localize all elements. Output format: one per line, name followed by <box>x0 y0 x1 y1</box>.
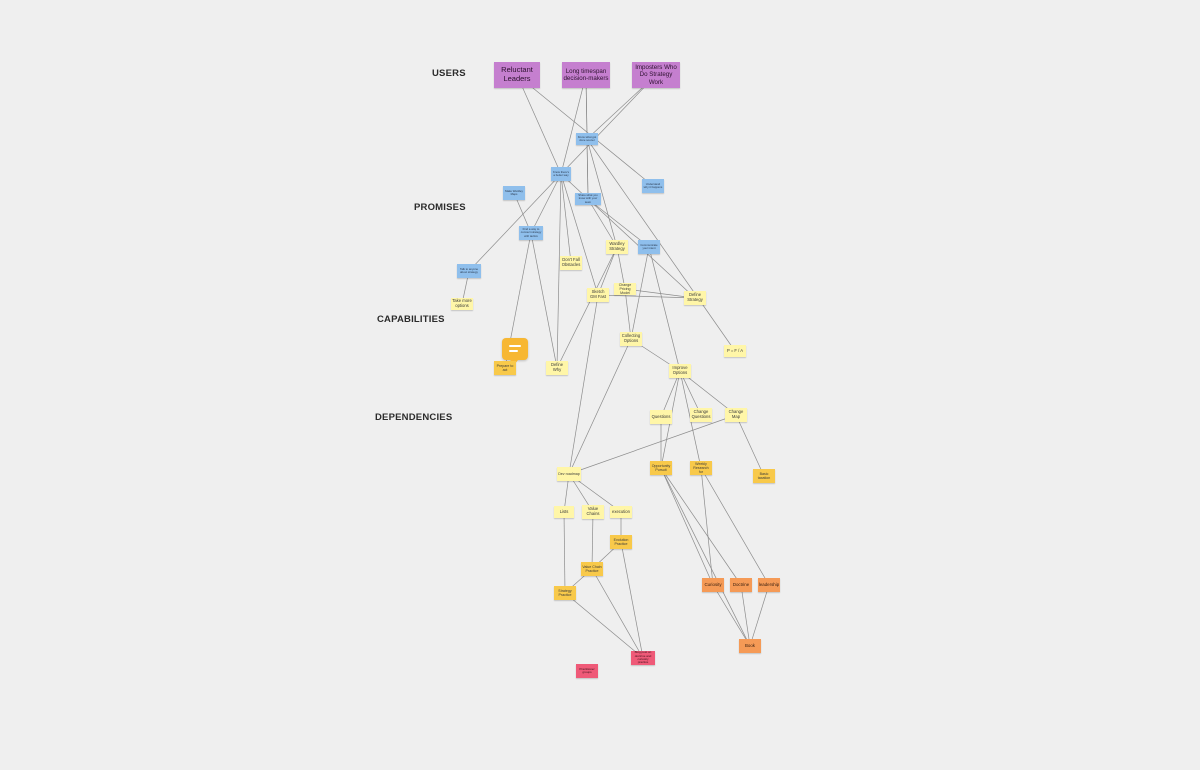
sticky-change-map[interactable]: Change Map <box>725 408 747 422</box>
connector-line <box>516 74 562 175</box>
sticky-imposters[interactable]: Imposters Who Do Strategy Work <box>632 62 680 88</box>
connector-line <box>620 541 644 659</box>
connector-line <box>630 246 650 340</box>
connector-line <box>700 467 714 586</box>
sticky-execution[interactable]: execution <box>610 506 632 518</box>
connector-line <box>740 584 751 647</box>
sticky-weekly-research[interactable]: Weekly Research for <box>690 461 712 475</box>
connector-line <box>679 370 702 416</box>
sticky-change-questions[interactable]: Change Questions <box>690 408 712 422</box>
sticky-blue-mid[interactable]: Share what you know with your team <box>575 193 601 205</box>
sticky-opportunity-pursuit[interactable]: Opportunity Pursuit <box>650 461 672 475</box>
connector-line <box>597 294 696 299</box>
sticky-blue-far-left[interactable]: Talk to anyone about strategy <box>457 264 481 278</box>
connector-line <box>586 138 618 248</box>
section-users: USERS <box>432 68 466 79</box>
connector-line <box>516 74 654 187</box>
connector-line <box>587 198 618 248</box>
chat-comment-icon[interactable] <box>502 338 528 365</box>
sticky-dont-fall-obstacles[interactable]: Don't Fall Obstacles <box>560 256 582 270</box>
sticky-prepare-to-act[interactable]: Prepare to act <box>494 361 516 375</box>
sticky-blue-left-low[interactable]: Find a way to connect strategy with tact… <box>519 226 543 240</box>
sticky-define-strategy[interactable]: Define Strategy <box>684 291 706 305</box>
sticky-value-chains[interactable]: Value Chains <box>582 505 604 519</box>
connector-line <box>700 467 770 586</box>
sticky-leadership[interactable]: leadership <box>758 578 780 592</box>
section-promises: PROMISES <box>414 202 466 213</box>
sticky-improve-options[interactable]: Improve Options <box>669 364 691 378</box>
sticky-blue-right[interactable]: Understand why it happens <box>642 179 664 193</box>
sticky-reluctant-leaders[interactable]: Reluctant Leaders <box>494 62 540 88</box>
sticky-evolution-practice[interactable]: Evolution Practice <box>610 535 632 549</box>
sticky-lists[interactable]: Lists <box>554 506 574 518</box>
connector-line <box>587 198 650 248</box>
connector-line <box>530 232 558 369</box>
sticky-strategy-practice[interactable]: Strategy Practice <box>554 586 576 600</box>
connector-line <box>568 414 737 475</box>
sticky-take-more-options[interactable]: Take more options <box>451 298 473 310</box>
connector-line <box>560 173 599 296</box>
connector-line <box>591 511 594 570</box>
sticky-practitioner-groups[interactable]: Practitioner groups <box>576 664 598 678</box>
connector-line <box>749 584 770 647</box>
connector-line <box>560 74 657 175</box>
sticky-curiosity[interactable]: Curiosity <box>702 578 724 592</box>
connector-line <box>648 246 681 372</box>
connector-line <box>560 74 587 175</box>
sticky-value-chain-practice[interactable]: Value Chain Practice <box>581 562 603 576</box>
section-dependencies: DEPENDENCIES <box>375 412 453 423</box>
sticky-change-pricing[interactable]: Change Pricing Model <box>614 283 636 295</box>
connector-line <box>679 370 737 416</box>
sticky-dev-roadmap[interactable]: Dev roadmap <box>557 467 581 481</box>
connector-line <box>712 584 751 647</box>
sticky-wardley-strategy[interactable]: Wardley Strategy <box>606 240 628 254</box>
sticky-pfa[interactable]: P = F / A <box>724 345 746 357</box>
sticky-sketch-gm-fast[interactable]: Sketch GM Fast <box>587 288 609 302</box>
connector-line <box>564 592 644 659</box>
connector-line <box>568 338 632 475</box>
connector-line <box>624 288 696 299</box>
sticky-long-timespan[interactable]: Long timespan decision-makers <box>562 62 610 88</box>
connector-line <box>660 370 681 418</box>
sticky-collecting-options[interactable]: Collecting Options <box>620 332 642 346</box>
sticky-basic-taxation[interactable]: Basic taxation <box>753 469 775 483</box>
connector-line <box>660 467 751 647</box>
sticky-blue-top[interactable]: Know what got done sooner <box>576 133 598 145</box>
connector-line <box>586 138 736 352</box>
connector-line <box>660 467 742 586</box>
sticky-pink-right[interactable]: Blog post on doctrine and curiosity prac… <box>631 651 655 665</box>
connector-line <box>660 467 714 586</box>
connector-line <box>530 173 562 234</box>
connector-line <box>586 138 589 200</box>
sticky-blue-lower-right[interactable]: Communicate your intent <box>638 240 660 254</box>
connector-line <box>624 288 632 340</box>
connector-line <box>597 246 618 296</box>
section-capabilities: CAPABILITIES <box>377 314 445 325</box>
connector-line <box>735 414 765 477</box>
connector-line <box>568 294 599 475</box>
connector-line <box>591 568 644 659</box>
connector-line <box>616 246 626 290</box>
sticky-define-why[interactable]: Define Why <box>546 361 568 375</box>
connector-line <box>556 173 562 369</box>
sticky-blue-left[interactable]: Make Wardley Maps <box>503 186 525 200</box>
sticky-blue-center[interactable]: Know there's a better way <box>551 167 571 181</box>
connector-line <box>468 173 562 272</box>
sticky-doctrine[interactable]: Doctrine <box>730 578 752 592</box>
connector-line <box>556 246 618 369</box>
connector-line <box>563 511 566 594</box>
sticky-questions[interactable]: Questions <box>650 410 672 424</box>
connector-line <box>560 173 572 264</box>
sticky-book[interactable]: Book <box>739 639 761 653</box>
